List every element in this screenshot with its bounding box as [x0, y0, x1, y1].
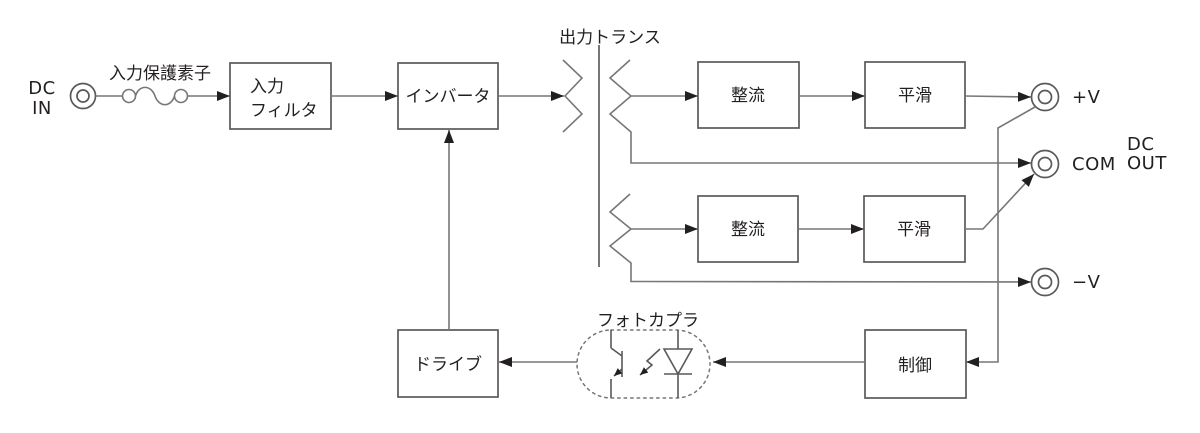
dc-in-connector-inner: [76, 89, 90, 103]
photocoupler-symbol: [576, 329, 711, 399]
plus-v-connector-inner: [1037, 89, 1053, 105]
wire-plusv-sense-to-control: [966, 106, 1036, 367]
block-inverter-label: インバータ: [406, 87, 491, 107]
photocoupler-label: フォトカプラ: [597, 311, 699, 331]
com-label: COM: [1072, 154, 1116, 175]
light-arrow-icon: [639, 348, 661, 376]
minus-v-label: −V: [1072, 272, 1101, 293]
minus-v-connector-inner: [1037, 274, 1053, 290]
block-control: [864, 329, 967, 399]
block-input-filter: [229, 62, 332, 130]
dc-in-terminal: [69, 82, 97, 110]
fuse-right-contact: [173, 88, 189, 104]
block-smoothing-bottom: [863, 195, 966, 263]
fuse-wave: [134, 86, 176, 106]
block-rectifier-top: [697, 61, 800, 129]
com-terminal: [1030, 149, 1060, 179]
block-smoothing-top-label: 平滑: [898, 86, 932, 106]
block-rectifier-bottom-label: 整流: [731, 220, 765, 240]
block-input-filter-label-line1: 入力: [250, 77, 284, 97]
block-input-filter-label-line2: フィルタ: [250, 101, 318, 121]
transformer-secondary-top-and-com-return: [608, 59, 1031, 168]
output-transformer-symbol: [562, 45, 1032, 287]
com-connector-inner: [1037, 156, 1053, 172]
fuse-symbol: [121, 86, 189, 106]
phototransistor-icon: [610, 330, 623, 398]
plus-v-label: +V: [1072, 87, 1101, 108]
input-protection-label: 入力保護素子: [109, 64, 211, 84]
dc-out-label-line2: OUT: [1127, 153, 1167, 174]
led-icon: [662, 330, 694, 398]
dc-in-label-line2: IN: [32, 98, 52, 119]
output-transformer-label: 出力トランス: [559, 28, 661, 48]
transformer-secondary-bottom-and-minusv-return: [608, 193, 1032, 287]
arrow-smoothing-to-plusv: [964, 91, 1032, 102]
block-drive-label: ドライブ: [414, 354, 482, 375]
block-rectifier-top-label: 整流: [731, 86, 765, 106]
fuse-left-contact: [121, 88, 137, 104]
dc-in-label-line1: DC: [28, 78, 55, 99]
photocoupler-dashed-outline: [576, 329, 711, 399]
block-smoothing-bottom-label: 平滑: [897, 220, 931, 240]
wire-smoothing-bottom-to-com: [965, 173, 1035, 230]
block-smoothing-top: [864, 61, 966, 129]
block-drive: [397, 329, 499, 398]
minus-v-terminal: [1030, 267, 1060, 297]
block-control-label: 制御: [898, 356, 932, 376]
transformer-primary-winding: [562, 59, 584, 133]
plus-v-terminal: [1030, 82, 1060, 112]
dc-out-label-line1: DC: [1127, 134, 1154, 155]
